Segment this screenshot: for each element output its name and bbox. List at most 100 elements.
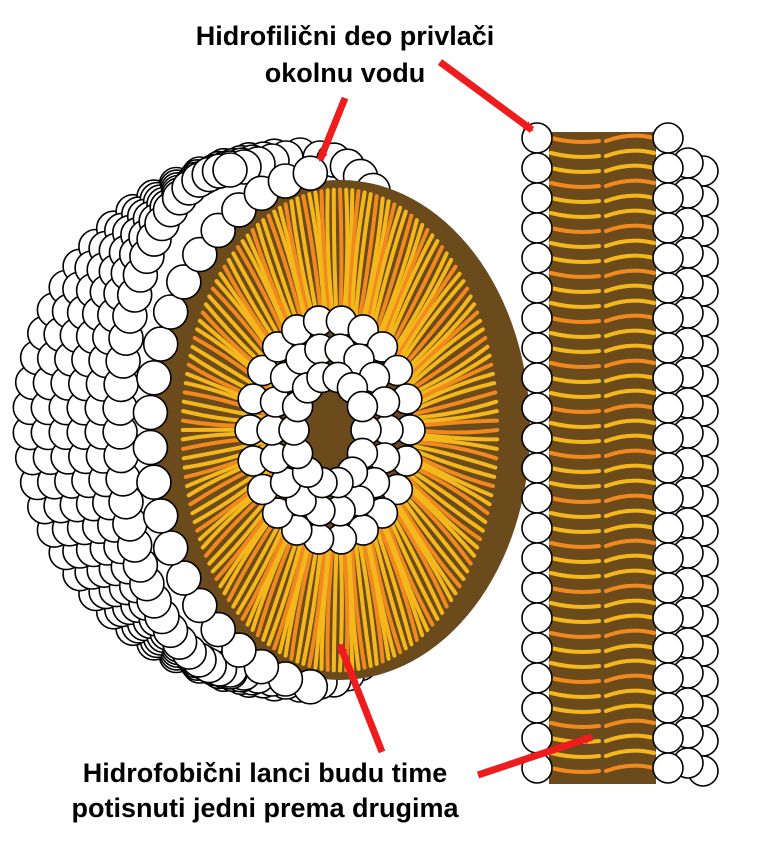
lipid-tail	[604, 343, 656, 353]
bilayer-right-heads	[652, 122, 684, 784]
liposome-inner-heads	[234, 305, 426, 555]
lipid-head	[652, 272, 684, 304]
lipid-tail	[549, 331, 601, 339]
lipid-tail	[549, 496, 601, 504]
annotation-arrows	[316, 59, 594, 779]
lipid-tail	[604, 508, 656, 518]
lipid-tail	[549, 241, 601, 249]
lipid-tail	[377, 222, 425, 343]
lipid-head	[652, 692, 684, 724]
bilayer-hydrophobic-core	[549, 132, 656, 784]
lipid-head	[521, 332, 553, 364]
lipid-tail	[549, 256, 601, 264]
arrow-hydrophilic-to-bilayer	[437, 59, 535, 133]
lipid-tail	[604, 208, 656, 218]
lipid-head	[212, 152, 248, 188]
lipid-tail	[604, 328, 656, 338]
lipid-head	[152, 530, 189, 566]
lipid-head	[652, 392, 684, 424]
lipid-tail	[604, 748, 656, 758]
lipid-tail	[408, 336, 488, 392]
liposome-cross-section	[12, 137, 530, 705]
lipid-tail	[549, 226, 601, 234]
lipid-tail	[549, 391, 601, 399]
lipid-tail	[549, 616, 601, 624]
lipid-head	[652, 572, 684, 604]
lipid-head	[652, 752, 684, 784]
lipid-head	[652, 302, 684, 334]
lipid-tail	[549, 556, 601, 564]
lipid-tail	[604, 628, 656, 638]
lipid-bilayer-sheet	[521, 122, 719, 787]
lipid-head	[652, 122, 684, 154]
lipid-tail	[604, 403, 656, 413]
lipid-tail	[549, 346, 601, 354]
lipid-tail	[604, 133, 656, 143]
lipid-tail	[549, 376, 601, 384]
lipid-tail	[604, 463, 656, 473]
lipid-head	[136, 359, 172, 396]
lipid-tail	[549, 196, 601, 204]
lipid-head	[652, 542, 684, 574]
lipid-tail	[413, 399, 499, 420]
lipid-tail	[549, 286, 601, 294]
lipid-tail	[604, 733, 656, 743]
lipid-tail	[604, 673, 656, 683]
lipid-head	[521, 212, 553, 244]
lipid-tail	[413, 440, 499, 461]
lipid-tail	[604, 238, 656, 248]
lipid-tail	[549, 751, 601, 759]
lipid-tail	[549, 586, 601, 594]
lipid-tail	[604, 703, 656, 713]
lipid-tail	[604, 268, 656, 278]
lipid-tail	[549, 691, 601, 699]
lipid-head	[652, 632, 684, 664]
lipid-tail	[549, 436, 601, 444]
lipid-tail	[549, 406, 601, 414]
lipid-head	[521, 302, 553, 334]
lipid-head	[652, 422, 684, 454]
lipid-tail	[549, 316, 601, 324]
lipid-tail	[604, 148, 656, 158]
lipid-tail	[397, 279, 466, 368]
lipid-head	[521, 272, 553, 304]
lipid-head	[652, 722, 684, 754]
lipid-tail	[549, 631, 601, 639]
lipid-tail	[604, 643, 656, 653]
lipid-tail	[604, 373, 656, 383]
lipid-tail	[604, 718, 656, 728]
lipid-tail	[549, 451, 601, 459]
lipid-tail	[395, 495, 462, 589]
lipid-head	[521, 452, 553, 484]
arrow-hydrophobic-to-bilayer	[476, 733, 594, 779]
lipid-tail	[413, 390, 498, 416]
lipid-tail	[549, 571, 601, 579]
lipid-tail	[549, 511, 601, 519]
lipid-tail	[604, 688, 656, 698]
lipid-tail	[604, 448, 656, 458]
liposome-hydrophobic-band	[150, 180, 530, 680]
lipid-head	[652, 662, 684, 694]
label-hydrophilic-line1: Hidrofilični deo privlači	[196, 21, 495, 51]
lipid-tail	[380, 228, 430, 346]
lipid-head	[292, 155, 329, 191]
lipid-tail	[604, 763, 656, 773]
lipid-tail	[375, 519, 419, 642]
lipid-tail	[549, 721, 601, 729]
lipid-head	[521, 362, 553, 394]
lipid-head	[166, 264, 202, 300]
lipid-head	[521, 632, 553, 664]
lipid-tail	[377, 517, 425, 638]
lipid-tail	[408, 468, 488, 524]
lipid-tail	[549, 676, 601, 684]
liposome-rim-heads	[132, 155, 329, 705]
lipid-tail	[549, 151, 601, 159]
lipid-tail	[604, 223, 656, 233]
lipid-head	[652, 362, 684, 394]
lipid-tail	[413, 444, 498, 470]
lipid-head	[200, 611, 236, 648]
lipid-tail	[604, 283, 656, 293]
lipid-tail	[604, 358, 656, 368]
lipid-tail	[604, 313, 656, 323]
lipid-tail	[404, 479, 480, 550]
